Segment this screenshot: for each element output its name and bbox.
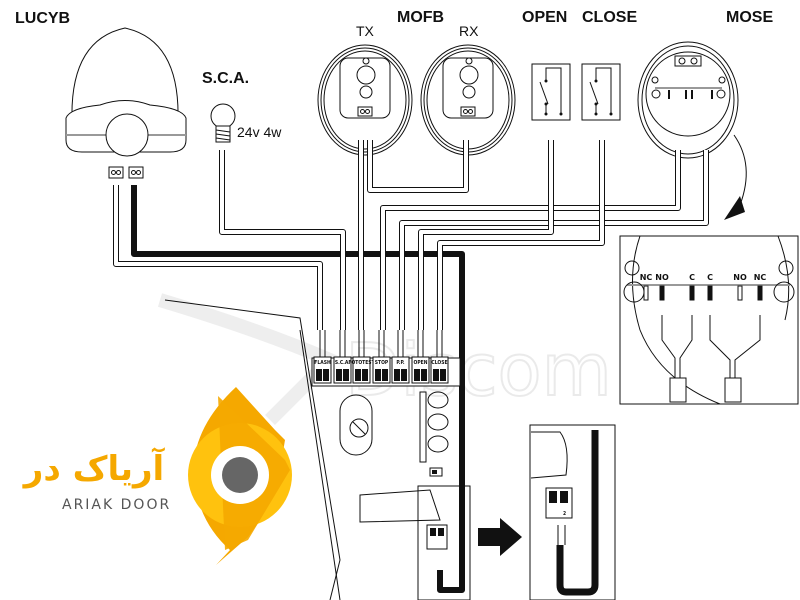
mose-keyswitch [637, 41, 747, 220]
terminal-screw [323, 369, 329, 381]
terminal-label: P.P. [396, 360, 404, 366]
contact-label: NO [655, 273, 669, 282]
contact-label: C [689, 273, 695, 282]
terminal-screw [382, 369, 388, 381]
terminal-block: OPEN [411, 330, 430, 384]
terminal-screw [394, 369, 400, 381]
cables [113, 140, 709, 593]
terminal-block: S.C.A. [333, 330, 352, 384]
rx-label: RX [459, 23, 479, 39]
sca-rating: 24v 4w [237, 124, 282, 140]
terminal-block: FLASH [313, 330, 332, 384]
brand-latin-name: ARIAK DOOR [62, 497, 171, 513]
terminal-block: CLOSE [430, 330, 449, 384]
ariak-door-logo: آریاک در ARIAK DOOR [22, 387, 292, 565]
terminal-label: S.C.A. [335, 360, 351, 366]
terminal-label: FLASH [314, 360, 331, 366]
sca-label: S.C.A. [202, 70, 249, 87]
mose-label: MOSE [726, 9, 773, 26]
sca-bulb [210, 103, 236, 143]
antenna-detail-inset: 2 [529, 424, 616, 600]
open-switch [531, 63, 571, 121]
terminal-block: FOTOTEST [348, 330, 376, 384]
terminal-block: STOP [372, 330, 391, 384]
terminal-screw [433, 369, 439, 381]
terminal-block: P.P. [391, 330, 410, 384]
contact-label: NO [733, 273, 747, 282]
mofb-label: MOFB [397, 9, 444, 26]
contact-pin [689, 285, 695, 301]
terminal-label: OPEN [414, 360, 428, 366]
terminal-screw [355, 369, 361, 381]
terminal-label: CLOSE [431, 360, 447, 366]
lucyb-label: LUCYB [15, 10, 70, 27]
terminal-label: STOP [375, 360, 389, 366]
arrow-icon [724, 196, 745, 220]
contact-pin [757, 285, 763, 301]
terminal-screw [343, 369, 349, 381]
photocell-rx [420, 44, 516, 156]
lucyb-lamp [65, 27, 187, 179]
close-switch [581, 63, 621, 121]
terminal-screw [375, 369, 381, 381]
contact-label: NC [754, 273, 767, 282]
terminal-screw [316, 369, 322, 381]
terminal-screw [421, 369, 427, 381]
contact-pin [643, 285, 649, 301]
terminal-screw [401, 369, 407, 381]
terminal-screw [362, 369, 368, 381]
photocell-tx [317, 44, 413, 156]
brand-persian-name: آریاک در [22, 447, 166, 489]
contact-pin [707, 285, 713, 301]
arrow-right-icon [478, 518, 522, 556]
tx-label: TX [356, 23, 375, 39]
antenna-label: 2 [563, 511, 566, 517]
contact-pin [737, 285, 743, 301]
terminal-label: FOTOTEST [348, 360, 375, 366]
terminal-screw [336, 369, 342, 381]
terminal-screw [414, 369, 420, 381]
close-label: CLOSE [582, 9, 637, 26]
contact-label: NC [640, 273, 653, 282]
open-label: OPEN [522, 9, 567, 26]
terminal-screw [440, 369, 446, 381]
contact-label: C [707, 273, 713, 282]
contact-pin [659, 285, 665, 301]
